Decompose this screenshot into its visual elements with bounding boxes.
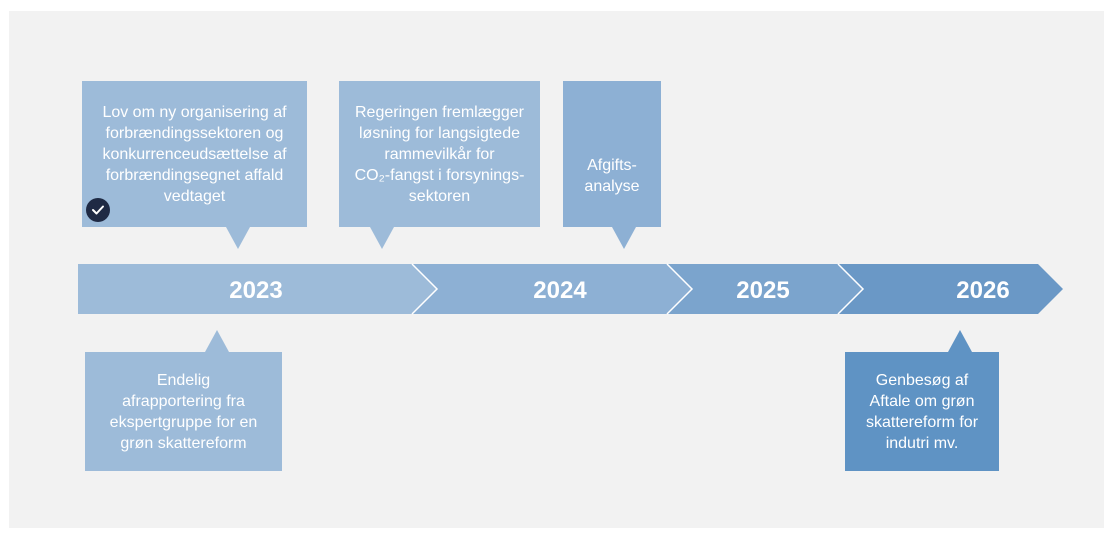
year-label-2024: 2024 [533, 277, 587, 304]
checkmark-icon [86, 198, 110, 222]
event-text-genbesog: Genbesøg af Aftale om grøn skattereform … [865, 371, 979, 452]
timeline-separator [837, 263, 865, 315]
event-text-regeringen: Regeringen fremlægger løsning for langsi… [354, 103, 525, 205]
year-label-2023: 2023 [229, 277, 282, 304]
timeline-segment-2026 [838, 264, 1063, 314]
event-text-lov: Lov om ny organisering af forbrændingsse… [102, 103, 287, 205]
timeline-separator [666, 263, 694, 315]
event-box-endelig: Endelig afrapportering fra ekspertgruppe… [85, 352, 282, 471]
event-text-endelig: Endelig afrapportering fra ekspertgruppe… [109, 371, 258, 452]
year-label-2025: 2025 [736, 277, 789, 304]
timeline-segment-2024 [412, 264, 692, 314]
timeline-segment-2023 [78, 264, 437, 314]
event-pointer-lov [226, 227, 250, 249]
timeline-separator [411, 263, 439, 315]
event-box-genbesog: Genbesøg af Aftale om grøn skattereform … [845, 352, 999, 471]
event-text-afgift: Afgifts- analyse [584, 157, 640, 195]
timeline-segment-2025 [667, 264, 863, 314]
event-pointer-regeringen [370, 227, 394, 249]
event-pointer-genbesog [948, 330, 972, 352]
event-box-lov: Lov om ny organisering af forbrændingsse… [82, 81, 307, 227]
event-pointer-endelig [205, 330, 229, 352]
year-label-2026: 2026 [956, 277, 1009, 304]
event-pointer-afgift [612, 227, 636, 249]
event-box-afgift: Afgifts- analyse [563, 81, 661, 227]
event-box-regeringen: Regeringen fremlægger løsning for langsi… [339, 81, 540, 227]
